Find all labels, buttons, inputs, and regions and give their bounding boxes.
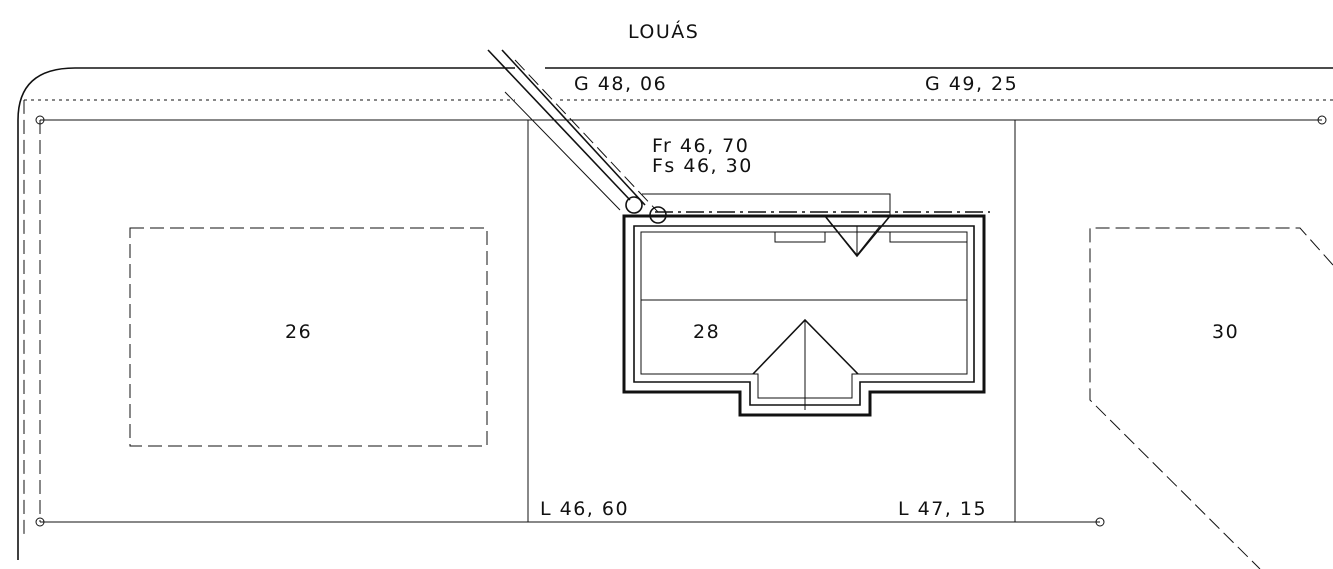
- elevation-fs: Fs 46, 30: [652, 155, 753, 177]
- elevation-street-right: G 49, 25: [925, 73, 1018, 95]
- lot-boundaries: [35, 115, 1327, 527]
- elevation-fr: Fr 46, 70: [652, 135, 749, 157]
- lot-26-building: [129, 227, 488, 447]
- lot-label-30: 30: [1212, 321, 1239, 343]
- house-lot-28: [622, 193, 990, 417]
- street-name: LOUÁS: [628, 20, 699, 43]
- elevation-lot-bottom-right: L 47, 15: [898, 498, 987, 520]
- street-curb: [17, 67, 1333, 560]
- lot-label-26: 26: [285, 321, 312, 343]
- fr-manhole-icon: [625, 196, 643, 214]
- service-connection-pipe: [487, 49, 667, 224]
- lot-label-28: 28: [693, 321, 720, 343]
- elevation-lot-bottom-left: L 46, 60: [540, 498, 629, 520]
- elevation-street-left: G 48, 06: [574, 73, 667, 95]
- lot-30-building: [1089, 227, 1333, 569]
